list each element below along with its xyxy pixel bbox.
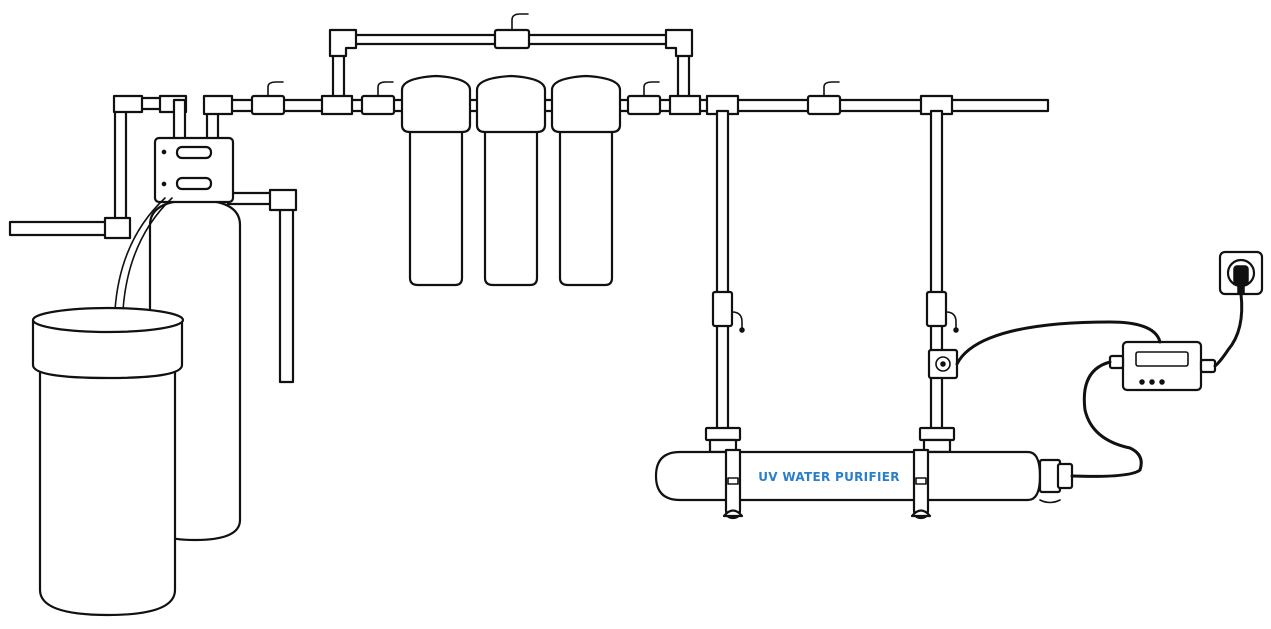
valve-filter-in xyxy=(360,81,396,116)
bypass-loop-pipe xyxy=(320,28,702,116)
filter-cartridge-2 xyxy=(475,74,547,287)
power-cables xyxy=(955,292,1244,478)
valve-inlet xyxy=(250,81,286,116)
uv-purifier-label: UV WATER PURIFIER xyxy=(758,470,900,484)
uv-inlet-pipe xyxy=(705,94,740,432)
softener-control-valve xyxy=(153,136,235,204)
bypass-valve xyxy=(493,13,531,50)
uv-controller xyxy=(1108,340,1217,392)
sample-tap-right xyxy=(925,290,959,333)
uv-water-purifier: UV WATER PURIFIER xyxy=(654,426,1074,520)
brine-line xyxy=(114,197,173,311)
filter-cartridge-3 xyxy=(550,74,622,287)
valve-filter-out xyxy=(626,81,662,116)
filter-cartridge-1 xyxy=(400,74,472,287)
sample-tap-left xyxy=(711,290,745,333)
uv-sensor-valve xyxy=(927,348,959,380)
brine-tank xyxy=(31,306,185,617)
wall-power-socket xyxy=(1218,250,1264,296)
valve-uv-bypass xyxy=(806,81,842,116)
uv-outlet-pipe xyxy=(919,94,954,432)
